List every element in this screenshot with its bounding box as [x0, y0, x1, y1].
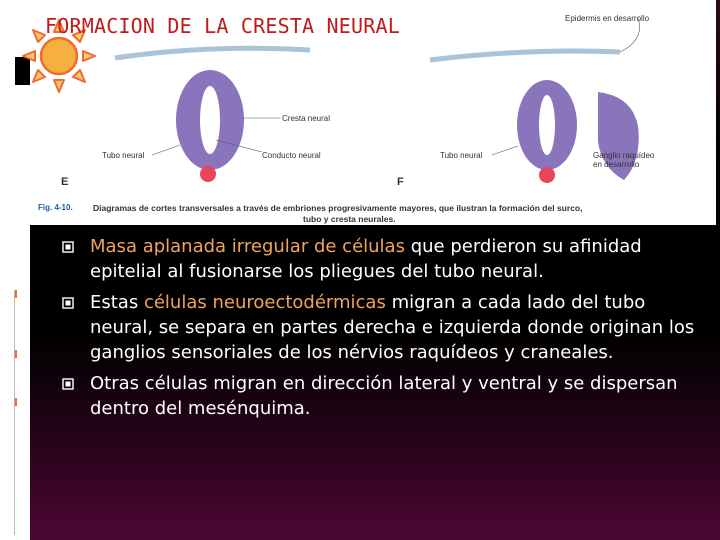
- neural-canal-e: [200, 86, 220, 154]
- bullet-text-lead: Estas: [90, 292, 144, 313]
- label-ganglio-1: Ganglio raquídeo: [593, 151, 655, 160]
- epidermis-layer-e: [114, 45, 311, 61]
- panel-label-e: E: [61, 176, 69, 188]
- figure-diagram: [114, 17, 640, 183]
- decor-line: [14, 290, 15, 535]
- embryo-figure: Epidermis en desarrollo Cresta neural Tu…: [30, 0, 716, 225]
- checkbox-bullet-icon: [62, 378, 74, 390]
- neural-canal-f: [539, 95, 555, 155]
- label-cresta: Cresta neural: [282, 114, 331, 123]
- label-epidermis: Epidermis en desarrollo: [565, 14, 650, 23]
- decor-tick: [14, 290, 17, 298]
- page-title: FORMACION DE LA CRESTA NEURAL: [45, 14, 400, 38]
- bullet-item: Estas células neuroectodérmicas migran a…: [62, 290, 712, 365]
- left-decor-strip: [0, 0, 30, 540]
- checkbox-bullet-icon: [62, 297, 74, 309]
- caption-line-1: Diagramas de cortes transversales a trav…: [93, 203, 583, 213]
- label-ganglio-2: en desarrollo: [593, 160, 640, 169]
- pointer-conducto: [215, 139, 263, 153]
- bullet-text: que perdieron su afinidad epitelial al f…: [90, 236, 642, 282]
- bullet-highlight: Masa aplanada irregular de células: [90, 236, 405, 257]
- sun-icon: [22, 19, 96, 93]
- spinal-ganglion-f: [598, 92, 639, 180]
- caption-line-2: tubo y cresta neurales.: [303, 214, 396, 224]
- label-tubo-f: Tubo neural: [440, 151, 483, 160]
- figure-code: Fig. 4-10.: [38, 203, 73, 212]
- decor-black-bar: [15, 57, 30, 85]
- label-conducto: Conducto neural: [262, 151, 321, 160]
- notochord-e: [200, 166, 216, 182]
- checkbox-bullet-icon: [62, 241, 74, 253]
- caption-strip: [30, 196, 716, 225]
- bullet-highlight: células neuroectodérmicas: [143, 292, 386, 313]
- pointer-tubo-e: [151, 144, 181, 156]
- bullet-item: Otras células migran en dirección latera…: [62, 371, 712, 421]
- bullet-list: Masa aplanada irregular de células que p…: [62, 234, 712, 427]
- bullet-text: Otras células migran en dirección latera…: [90, 373, 678, 419]
- notochord-f: [539, 167, 555, 183]
- bullet-text: migran a cada lado del tubo neural, se s…: [90, 292, 695, 363]
- panel-label-f: F: [397, 176, 404, 188]
- pointer-tubo-f: [491, 145, 519, 156]
- figure-caption: Diagramas de cortes transversales a trav…: [93, 203, 703, 225]
- pointer-epidermis: [619, 17, 640, 53]
- label-tubo-e: Tubo neural: [102, 151, 145, 160]
- decor-tick: [14, 350, 17, 358]
- decor-tick: [14, 398, 17, 406]
- epidermis-layer-f: [429, 48, 621, 63]
- bullet-item: Masa aplanada irregular de células que p…: [62, 234, 712, 284]
